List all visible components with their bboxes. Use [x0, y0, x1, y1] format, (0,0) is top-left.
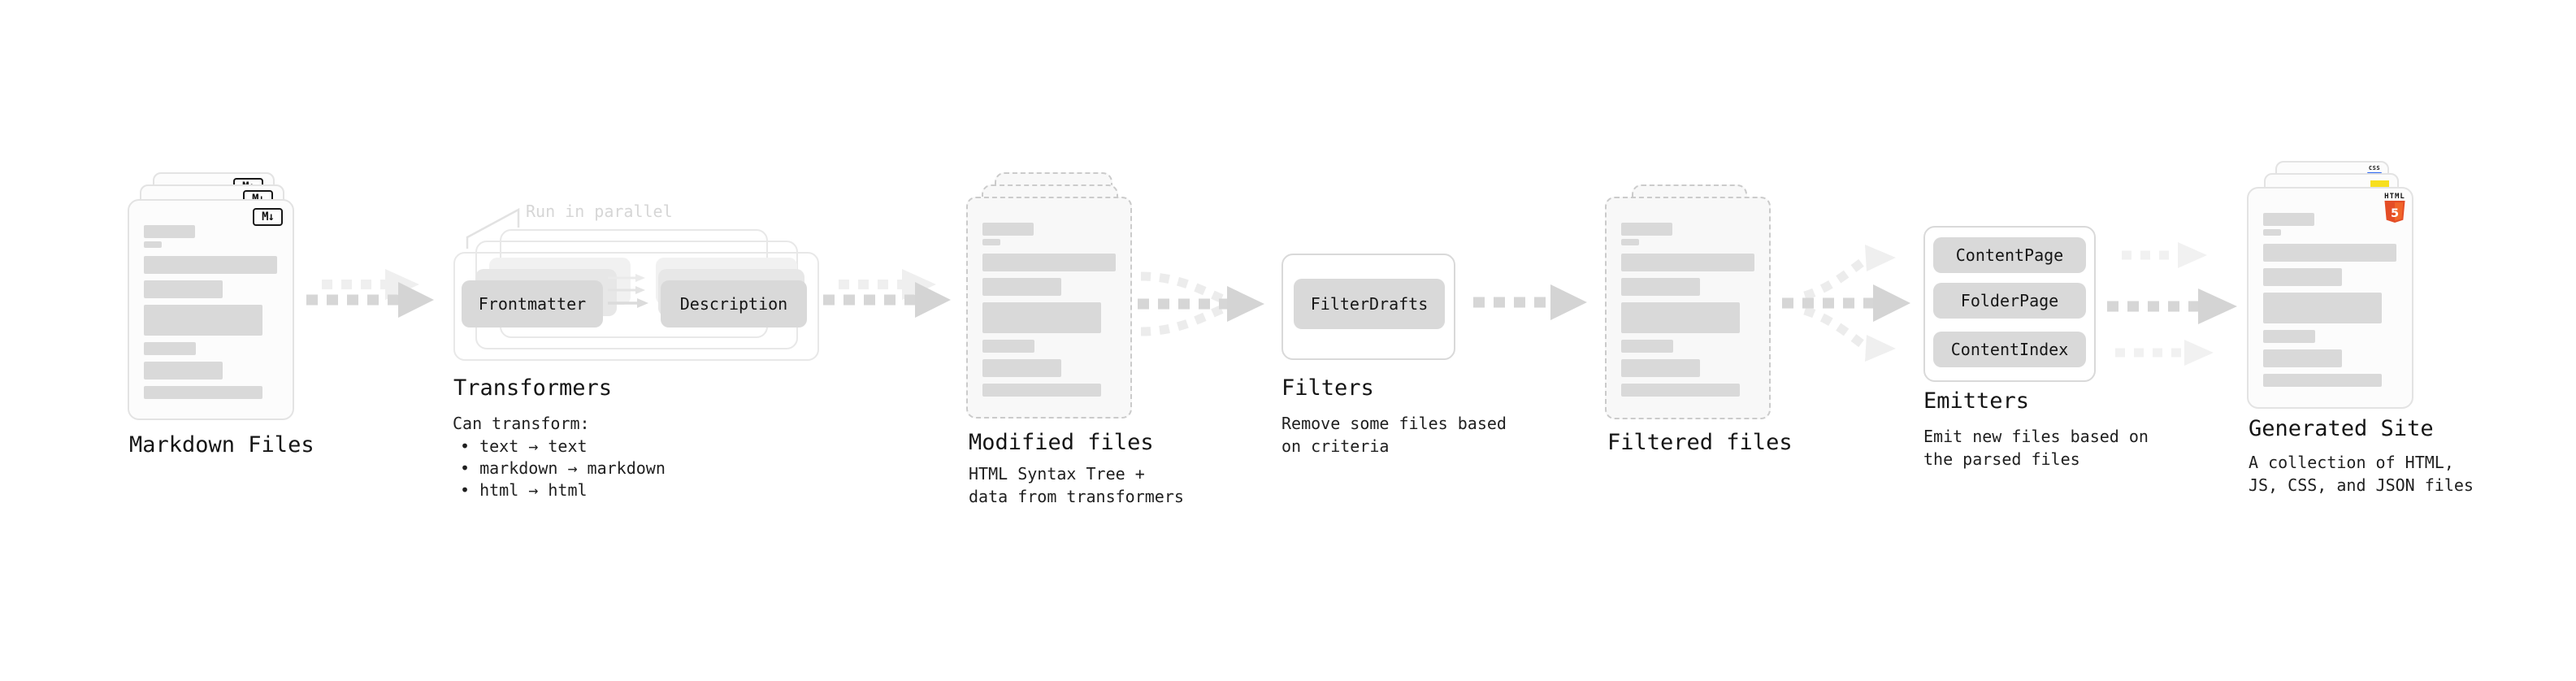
placeholder-text-bar [982, 384, 1101, 397]
markdown-icon: M↓ [253, 208, 283, 226]
contentpage-emitter-button: ContentPage [1933, 237, 2086, 273]
placeholder-text-bar [2263, 268, 2342, 286]
placeholder-text-bar [982, 278, 1061, 296]
placeholder-text-bar [1621, 302, 1740, 333]
html5-shield: 5 [2384, 201, 2405, 223]
placeholder-text-bar [982, 359, 1061, 377]
placeholder-text-bar [2263, 244, 2396, 262]
folderpage-emitter-button: FolderPage [1933, 283, 2086, 319]
flow-arrow-emitter-middle [2107, 288, 2237, 324]
markdown-file-card-front: M↓ [128, 199, 294, 420]
filterdrafts-button: FilterDrafts [1294, 279, 1445, 329]
flow-arrow-diverging [1782, 245, 1910, 362]
generated-site-desc-line1: A collection of HTML, [2249, 453, 2454, 472]
contentindex-emitter-button: ContentIndex [1933, 332, 2086, 367]
flow-arrow-filters-to-filtered [1473, 284, 1587, 320]
placeholder-text-bar [2263, 213, 2314, 226]
transformers-intro: Can transform: [453, 414, 590, 433]
placeholder-text-bar [144, 386, 262, 399]
markdown-files-label: Markdown Files [129, 432, 314, 458]
list-item: text → text [460, 436, 666, 458]
placeholder-text-bar [1621, 278, 1700, 296]
generated-site-desc-line2: JS, CSS, and JSON files [2249, 475, 2474, 495]
flow-arrow-emitter-bottom [2115, 340, 2214, 366]
svg-text:5: 5 [2391, 207, 2399, 220]
emitters-desc-line1: Emit new files based on [1923, 427, 2149, 446]
html5-icon: HTML 5 [2384, 193, 2405, 226]
emitters-desc-line2: the parsed files [1923, 449, 2080, 469]
modified-files-desc-line2: data from transformers [969, 487, 1184, 506]
placeholder-text-bar [1621, 223, 1672, 236]
placeholder-text-bar [2263, 349, 2342, 367]
list-item: markdown → markdown [460, 458, 666, 479]
placeholder-text-bar [982, 254, 1116, 271]
filtered-file-card-front [1605, 197, 1771, 419]
list-item: html → html [460, 479, 666, 501]
html-file-card: HTML 5 [2247, 187, 2413, 409]
annotation-leader-line [466, 207, 520, 249]
placeholder-text-bar [144, 305, 262, 336]
placeholder-text-bar [982, 340, 1034, 353]
filtered-files-label: Filtered files [1607, 430, 1793, 455]
placeholder-text-bar [2263, 229, 2281, 236]
modified-files-desc-line1: HTML Syntax Tree + [969, 464, 1145, 484]
placeholder-text-bar [2263, 330, 2315, 343]
placeholder-text-bar [144, 280, 223, 298]
javascript-icon [2370, 180, 2389, 189]
filters-desc-line1: Remove some files based [1281, 414, 1507, 433]
placeholder-text-bar [144, 225, 195, 238]
transformers-capabilities-list: text → text markdown → markdown html → h… [460, 436, 666, 501]
filters-heading: Filters [1281, 375, 1374, 401]
placeholder-text-bar [144, 256, 277, 274]
description-transformer-button: Description [661, 280, 807, 327]
placeholder-text-bar [1621, 384, 1740, 397]
modified-file-card-front [966, 197, 1132, 419]
flow-arrow-markdown-to-transformers [306, 269, 434, 318]
placeholder-text-bar [982, 223, 1034, 236]
placeholder-text-bar [144, 241, 162, 248]
run-in-parallel-annotation: Run in parallel [526, 202, 673, 221]
placeholder-text-bar [1621, 254, 1754, 271]
parallel-arrows-icon [608, 274, 648, 308]
placeholder-text-bar [982, 239, 1000, 245]
placeholder-text-bar [1621, 239, 1639, 245]
flow-arrow-transformers-to-modified [823, 269, 951, 318]
generated-site-label: Generated Site [2249, 416, 2434, 441]
transformers-heading: Transformers [453, 375, 613, 401]
placeholder-text-bar [144, 362, 223, 380]
flow-arrow-emitter-top [2122, 242, 2207, 268]
modified-files-label: Modified files [969, 430, 1154, 455]
placeholder-text-bar [1621, 359, 1700, 377]
placeholder-text-bar [2263, 293, 2382, 323]
placeholder-text-bar [2263, 374, 2382, 387]
frontmatter-transformer-button: Frontmatter [462, 280, 603, 327]
placeholder-text-bar [144, 342, 196, 355]
filters-desc-line2: on criteria [1281, 436, 1390, 456]
transformer-frame-front [453, 252, 819, 361]
placeholder-text-bar [982, 302, 1101, 333]
emitters-heading: Emitters [1923, 388, 2030, 414]
flow-arrow-converging [1138, 271, 1264, 336]
placeholder-text-bar [1621, 340, 1673, 353]
